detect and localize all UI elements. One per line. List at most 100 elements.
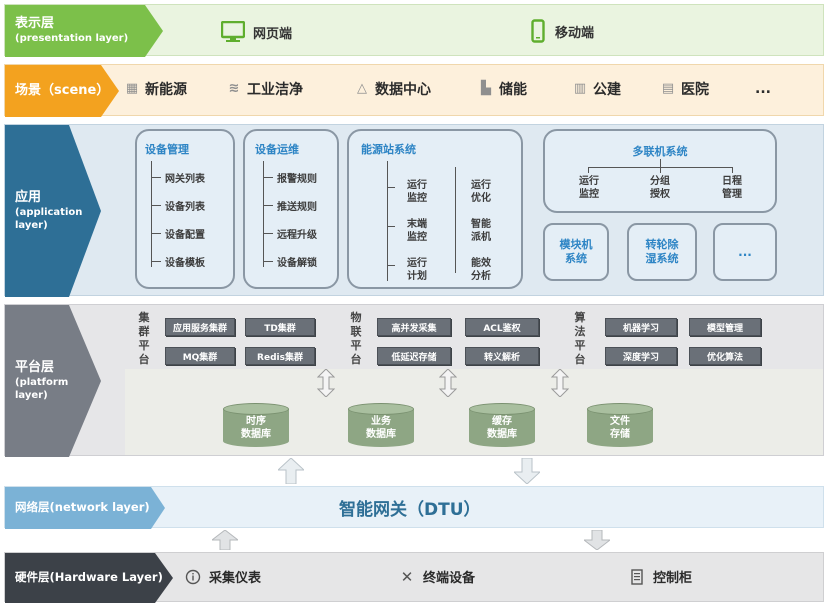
connector: [263, 233, 273, 234]
db-label-line: 业务: [371, 416, 391, 427]
db-label-line: 数据库: [241, 429, 271, 440]
hardware-item-label: 采集仪表: [209, 571, 262, 586]
energy-connector-right: [455, 167, 456, 273]
device-ops-item: 远程升级: [277, 230, 317, 241]
energy-item-line: 运行: [407, 180, 427, 191]
chip-low-latency-storage: 低延迟存储: [377, 347, 451, 365]
info-icon: [185, 569, 201, 584]
label-char: 物: [350, 311, 362, 324]
battery-building-icon: ▙: [481, 81, 491, 96]
application-sublabel-1: (application: [15, 206, 83, 218]
chip-optimization-algorithm: 优化算法: [689, 347, 761, 365]
connector: [387, 226, 395, 227]
connector: [660, 167, 661, 173]
more-apps-box: ...: [713, 223, 777, 281]
db-shape: [223, 403, 289, 415]
connector: [151, 261, 161, 262]
chip-acl-auth: ACL鉴权: [465, 318, 539, 336]
platform-label: 平台层: [15, 359, 55, 375]
energy-item-line: 分析: [471, 271, 491, 282]
network-layer: 网络层(network layer) 智能网关（DTU）: [4, 486, 824, 529]
db-shape: [587, 403, 653, 415]
application-label: 应用: [15, 189, 42, 205]
multi-item-schedule: 日程管理: [718, 175, 746, 201]
scene-item-hospital: ▤医院: [661, 79, 709, 99]
energy-item-line: 能效: [471, 258, 491, 269]
db-label: 文件存储: [587, 415, 653, 441]
scene-item-label: ...: [755, 81, 771, 97]
timeseries-database-icon: 时序数据库: [223, 403, 289, 447]
business-database-icon: 业务数据库: [348, 403, 414, 447]
hardware-item-terminal-devices: ✕ 终端设备: [399, 567, 476, 587]
chip-escape-parse: 转义解析: [465, 347, 539, 365]
application-tag: 应用 (application layer): [5, 125, 95, 295]
scene-tag: 场景（scene）: [5, 65, 115, 115]
presentation-layer: 表示层 (presentation layer) 网页端 移动端: [4, 4, 824, 57]
up-arrow-icon: [278, 458, 304, 484]
db-label-line: 数据库: [487, 429, 517, 440]
more-apps-label: ...: [738, 245, 752, 259]
double-arrow-icon: [439, 369, 457, 397]
hospital-icon: ▤: [661, 81, 675, 96]
energy-item-smart-dispatch: 智能派机: [471, 218, 491, 244]
device-ops-item: 推送规则: [277, 202, 317, 213]
platform-tag-shape: [5, 305, 101, 457]
energy-item-run-plan: 运行计划: [407, 257, 427, 283]
label-char: 台: [138, 353, 150, 366]
office-icon: ▥: [573, 81, 587, 96]
db-label-line: 缓存: [492, 416, 512, 427]
hardware-item-label: 终端设备: [423, 571, 476, 586]
energy-item-terminal-monitor: 末端监控: [407, 218, 427, 244]
connector: [263, 261, 273, 262]
multi-item-line: 日程: [722, 176, 742, 187]
triangle-icon: △: [357, 81, 367, 96]
label-char: 集: [138, 311, 150, 324]
chip-deep-learning: 深度学习: [605, 347, 677, 365]
device-ops-connector: [263, 161, 264, 267]
scene-item-label: 储能: [499, 82, 527, 98]
device-management-item: 设备列表: [165, 202, 205, 213]
label-char: 平: [574, 339, 586, 352]
label-char: 平: [350, 339, 362, 352]
connector: [151, 233, 161, 234]
multi-item-line: 管理: [722, 189, 742, 200]
energy-item-line: 监控: [407, 232, 427, 243]
hardware-layer: 硬件层(Hardware Layer) 采集仪表 ✕ 终端设备 控制柜: [4, 552, 824, 603]
energy-item-run-optimize: 运行优化: [471, 179, 491, 205]
db-label-line: 时序: [246, 416, 266, 427]
energy-item-line: 监控: [407, 193, 427, 204]
label-char: 联: [350, 325, 362, 338]
hardware-tag: 硬件层(Hardware Layer): [5, 553, 171, 601]
scene-item-more: ...: [755, 79, 771, 99]
up-arrow-icon: [212, 530, 238, 550]
connector: [263, 205, 273, 206]
energy-item-line: 计划: [407, 271, 427, 282]
energy-item-line: 末端: [407, 219, 427, 230]
connector: [387, 265, 395, 266]
db-shape: [469, 403, 535, 415]
network-tag-shape: [5, 487, 165, 529]
platform-sublabel-2: layer): [15, 389, 48, 401]
chip-td-cluster: TD集群: [245, 318, 315, 336]
multi-item-line: 分组: [650, 176, 670, 187]
web-client-label: 网页端: [253, 26, 293, 42]
scene-item-storage: ▙ 储能: [479, 79, 527, 99]
scene-item-industrial-clean: ≋工业洁净: [227, 79, 303, 99]
energy-item-line: 智能: [471, 219, 491, 230]
phone-icon: [531, 19, 545, 43]
presentation-sublabel: (presentation layer): [15, 33, 129, 44]
label-char: 群: [138, 325, 150, 338]
scene-tag-shape: [5, 65, 119, 117]
label-char: 台: [350, 353, 362, 366]
iot-platform-label: 物联平台: [349, 311, 363, 367]
monitor-icon: [221, 21, 245, 42]
chip-app-cluster: 应用服务集群: [165, 318, 235, 336]
chip-mq-cluster: MQ集群: [165, 347, 235, 365]
application-tag-shape: [5, 125, 101, 297]
network-tag: 网络层(network layer): [5, 487, 165, 527]
connector: [151, 177, 161, 178]
scene-item-new-energy: ▦新能源: [125, 79, 187, 99]
device-management-item: 设备配置: [165, 230, 205, 241]
rotor-line: 湿系统: [645, 252, 679, 265]
device-management-item: 设备模板: [165, 258, 205, 269]
